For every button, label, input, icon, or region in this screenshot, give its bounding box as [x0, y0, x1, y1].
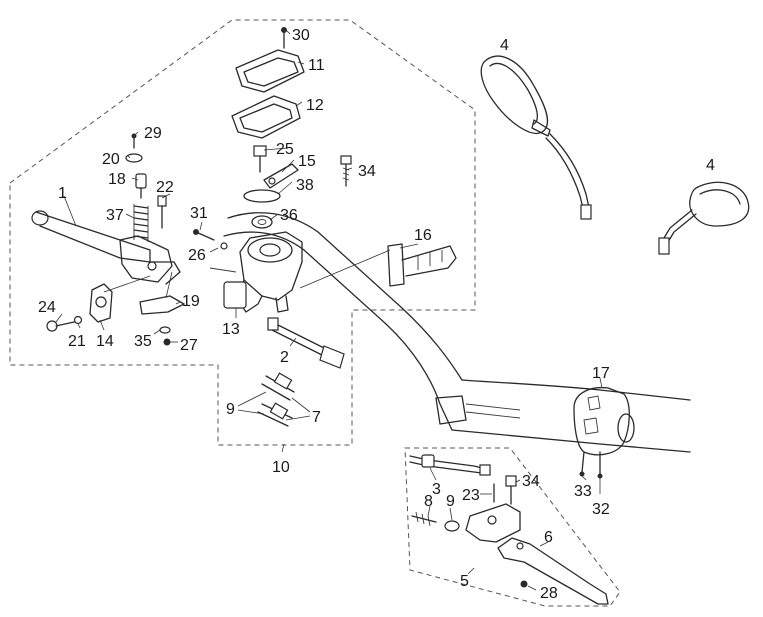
part-label-31: 31: [190, 205, 208, 222]
part-label-6: 6: [544, 529, 553, 546]
front-brake-lever: [31, 210, 181, 285]
part-label-20: 20: [102, 151, 120, 168]
handlebar: [223, 212, 691, 453]
master-cylinder: [223, 231, 303, 313]
part-label-10: 10: [272, 459, 290, 476]
part-labels: 30 11 12 4 4 29 20 25 15 34 18 22 38 1 3…: [38, 27, 715, 602]
part-label-22: 22: [156, 179, 174, 196]
part-label-5: 5: [460, 573, 469, 590]
part-label-9-right: 9: [446, 493, 455, 510]
part-label-34-bottom: 34: [522, 473, 540, 490]
part-label-4-right: 4: [706, 157, 715, 174]
mirror-right: [658, 181, 750, 255]
part-label-15: 15: [298, 153, 316, 170]
part-label-33: 33: [574, 483, 592, 500]
screw-34-top: [340, 155, 352, 187]
group-outline-right: [404, 447, 621, 607]
part-label-37: 37: [106, 207, 124, 224]
part-label-19: 19: [182, 293, 200, 310]
part-label-35: 35: [134, 333, 152, 350]
screws-31-26: [193, 229, 237, 273]
part-label-21: 21: [68, 333, 86, 350]
part-label-23: 23: [462, 487, 480, 504]
part-label-18: 18: [108, 171, 126, 188]
part-label-26: 26: [188, 247, 206, 264]
part-label-30: 30: [292, 27, 310, 44]
reservoir-cap: [231, 27, 305, 139]
part-label-9-left: 9: [226, 401, 235, 418]
part-label-11: 11: [308, 57, 325, 74]
rear-lever-bracket: [411, 475, 521, 543]
brake-hose: [267, 317, 345, 369]
pin-22: [157, 195, 167, 229]
mirror-left-stud: [580, 204, 592, 220]
leader-lines: [55, 29, 603, 591]
part-label-29: 29: [144, 125, 162, 142]
clamp-14: [46, 275, 151, 332]
part-label-32: 32: [592, 501, 610, 518]
part-label-36: 36: [280, 207, 298, 224]
part-label-17: 17: [592, 365, 610, 382]
brake-cable-3: [409, 454, 491, 476]
bolts-9-7: [257, 372, 295, 427]
part-label-38: 38: [296, 177, 314, 194]
part-label-34-top: 34: [358, 163, 376, 180]
part-label-4-left: 4: [500, 37, 509, 54]
part-label-12: 12: [306, 97, 324, 114]
part-label-25: 25: [276, 141, 294, 158]
part-label-27: 27: [180, 337, 198, 354]
part-label-28: 28: [540, 585, 558, 602]
group-outline-left: [9, 19, 476, 446]
throttle-grip-16: [299, 243, 457, 289]
part-label-1: 1: [58, 185, 67, 202]
mirror-left: [480, 55, 592, 220]
part-label-8: 8: [424, 493, 433, 510]
rear-brake-lever-6: [497, 537, 609, 605]
part-label-3: 3: [432, 481, 441, 498]
part-label-16: 16: [414, 227, 432, 244]
part-label-24: 24: [38, 299, 56, 316]
part-label-7: 7: [312, 409, 321, 426]
part-label-13: 13: [222, 321, 240, 338]
switch-housing-17: [573, 386, 635, 479]
part-label-2: 2: [280, 349, 289, 366]
cap-screws: [243, 145, 299, 229]
brake-switch-19: [139, 271, 185, 346]
spring-pin-stack: [125, 133, 149, 242]
part-label-14: 14: [96, 333, 114, 350]
mirror-right-stud: [658, 237, 670, 255]
